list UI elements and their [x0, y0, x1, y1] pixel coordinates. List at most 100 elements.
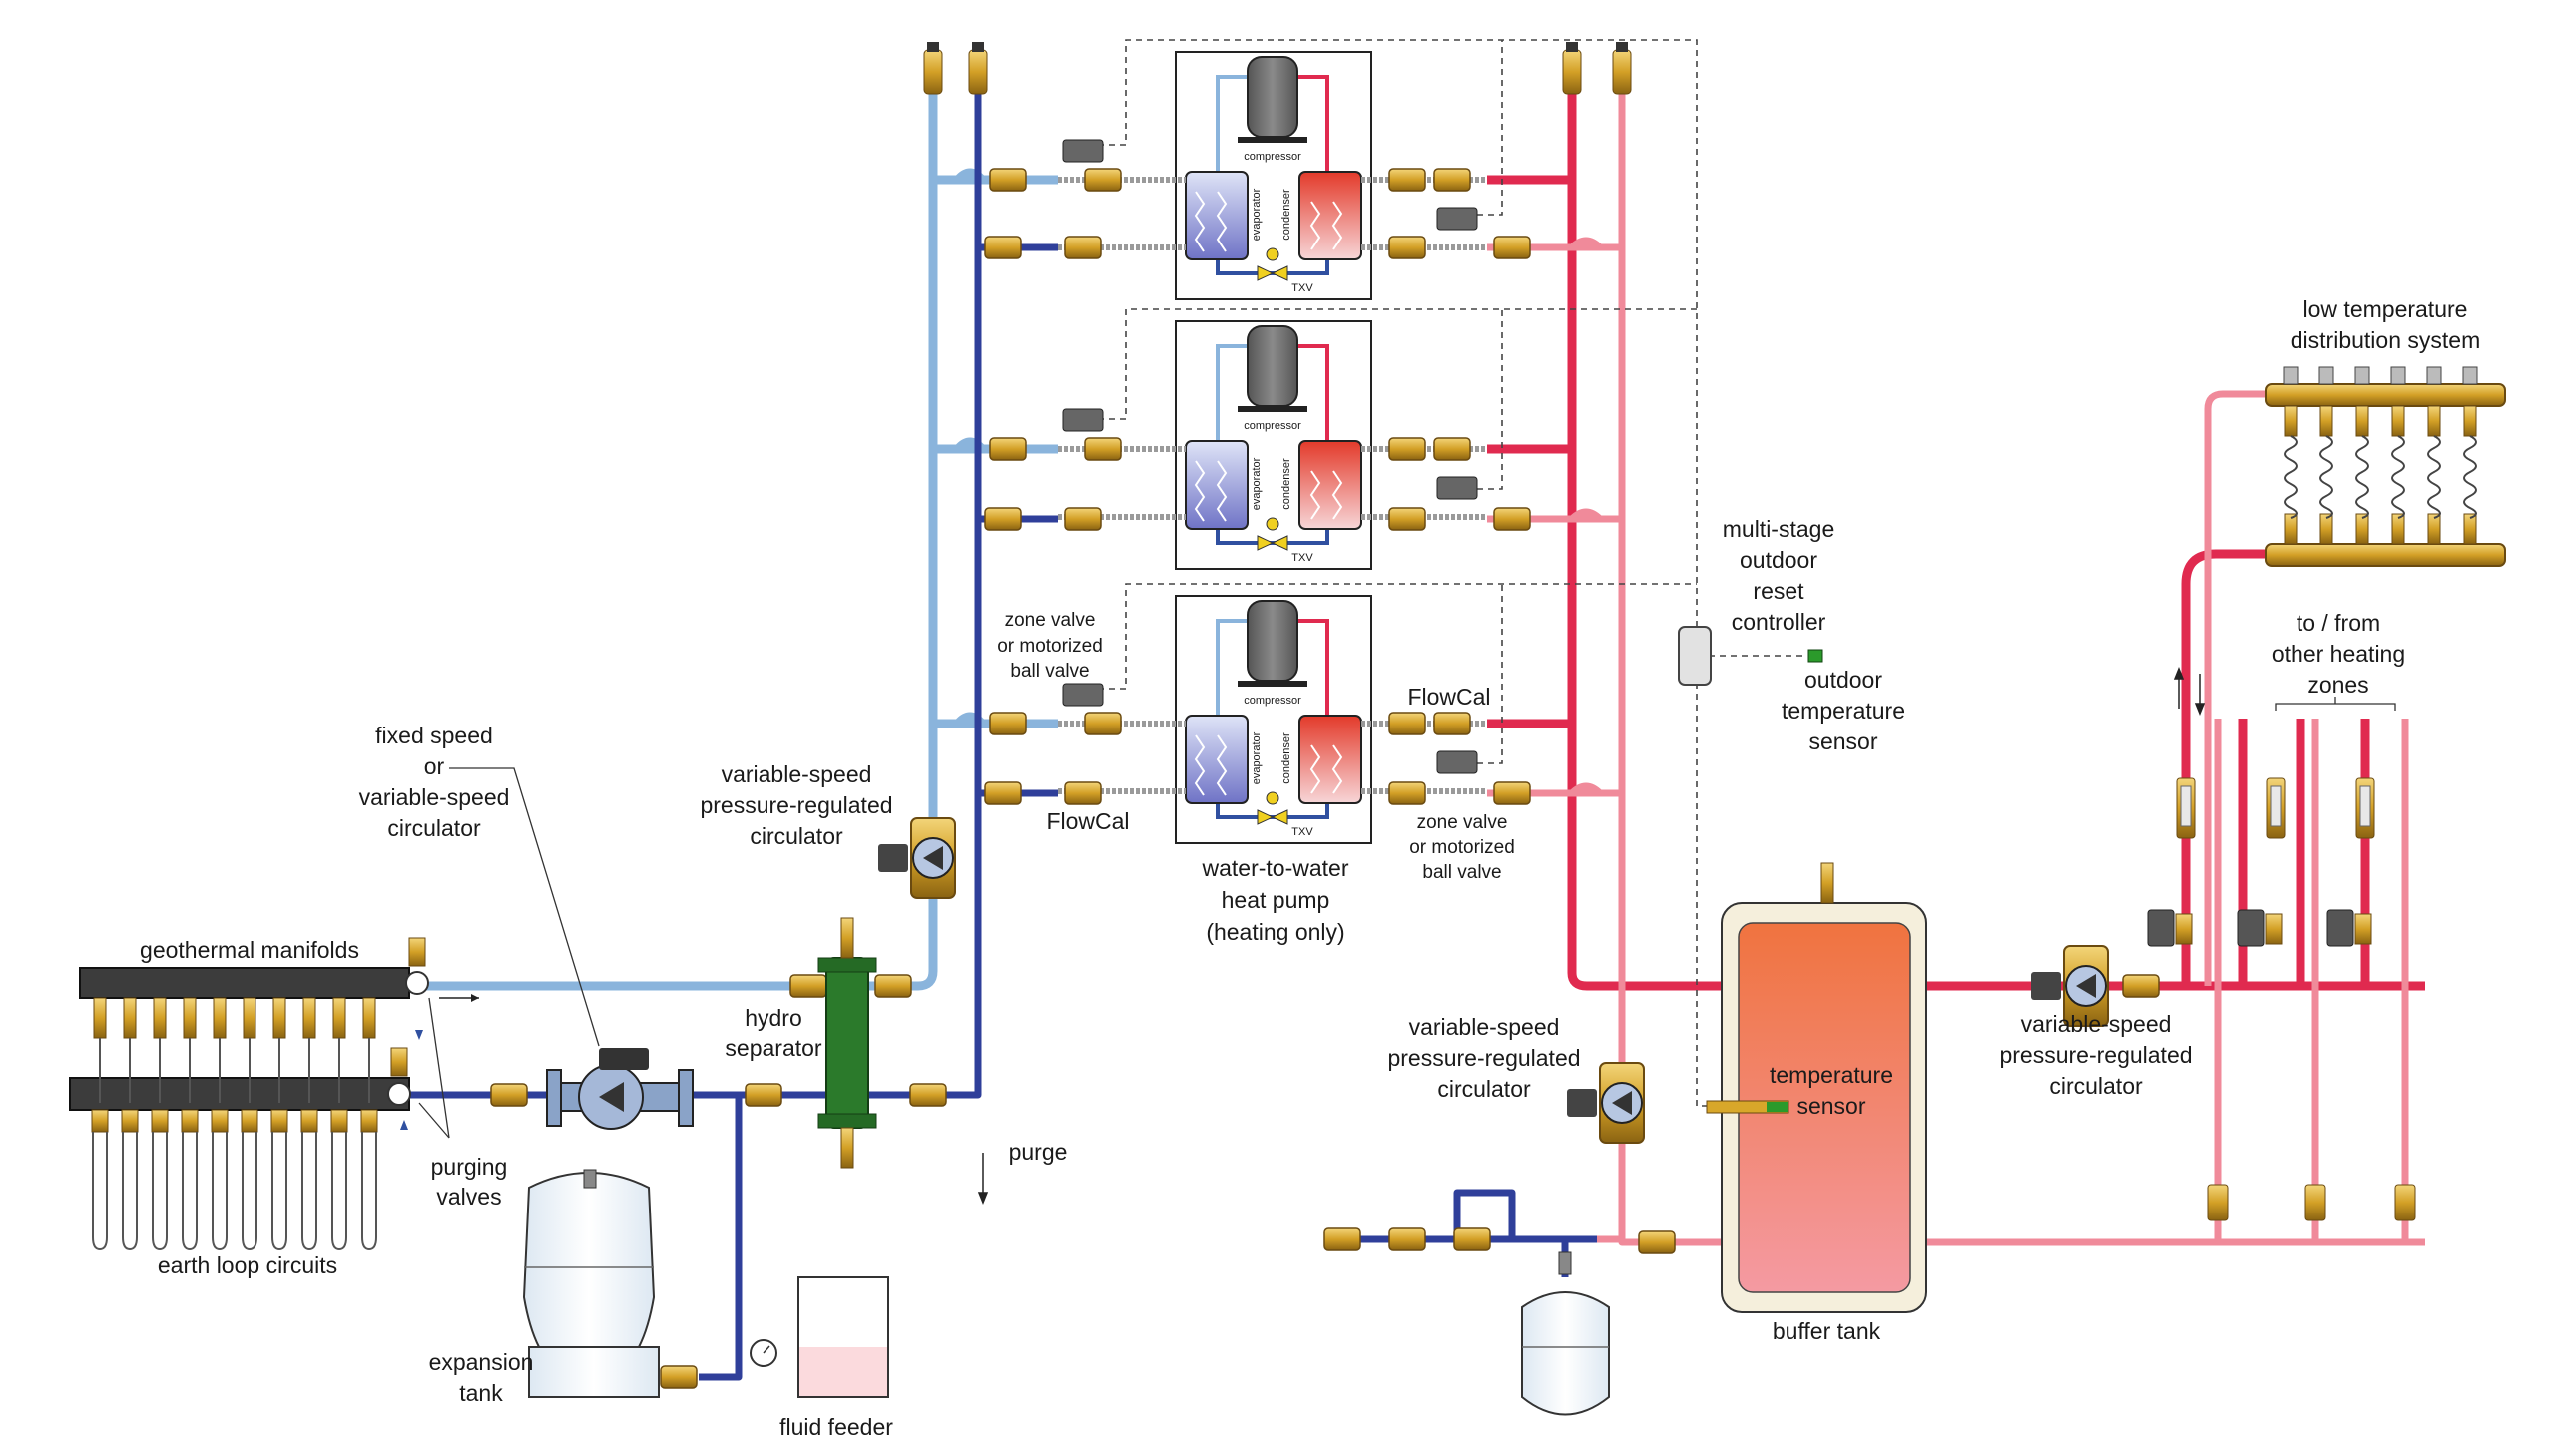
- expansion-tank-left: [522, 1169, 660, 1398]
- brass-fitting: [984, 236, 1022, 259]
- brass-fitting: [1388, 168, 1426, 192]
- label-outdoor-c: sensor: [1808, 728, 1877, 754]
- manifold-port: [2463, 405, 2477, 437]
- manifold-port: [2391, 405, 2405, 437]
- manifold-port: [243, 997, 256, 1039]
- brass-fitting: [1388, 437, 1426, 461]
- tubing-loop: [2391, 435, 2405, 519]
- zone-valve-actuator-icon: [1436, 207, 1478, 231]
- earth-loop-icon: [212, 1132, 228, 1251]
- purging-valve[interactable]: [408, 937, 426, 967]
- manifold-port: [91, 1109, 109, 1133]
- geothermal-manifolds: [69, 937, 479, 1251]
- brass-fitting: [1388, 507, 1426, 531]
- compressor-icon: [1247, 600, 1298, 682]
- label-txv: TXV: [1291, 826, 1313, 838]
- manifold-port: [2391, 513, 2405, 545]
- txv-icon: [1257, 265, 1275, 281]
- zone-valve-actuator-icon: [2147, 909, 2175, 947]
- label-other-zones-a: to / from: [2297, 610, 2380, 636]
- zone-valve-actuator-icon: [1062, 683, 1104, 707]
- brass-fitting: [989, 712, 1027, 735]
- brass-fitting: [1323, 1227, 1361, 1251]
- leader-lines: [418, 697, 2396, 1139]
- zone-valve-actuator-icon: [1062, 139, 1104, 163]
- label-hydro: hydro: [745, 1005, 802, 1031]
- label-controller-b: outdoor: [1740, 547, 1817, 573]
- label-tank: tank: [459, 1380, 503, 1406]
- zone-valve-actuator-icon: [2326, 909, 2354, 947]
- brass-fitting: [745, 1083, 782, 1107]
- label-vs-prc-3c: circulator: [2049, 1073, 2143, 1099]
- purging-valve[interactable]: [390, 1047, 408, 1077]
- hydro-separator[interactable]: [817, 917, 877, 1169]
- brass-fitting: [1493, 236, 1531, 259]
- gauge-icon: [387, 1082, 411, 1106]
- variable-speed-circulator-icon[interactable]: [878, 817, 956, 899]
- balancing-valve: [2394, 1184, 2416, 1221]
- earth-loop-icon: [242, 1132, 257, 1251]
- manifold-port: [181, 1109, 199, 1133]
- label-vs-prc-2b: pressure-regulated: [1387, 1045, 1580, 1071]
- label-zone-valve-2c: ball valve: [1422, 862, 1501, 883]
- buffer-tank: [1706, 862, 1927, 1313]
- brass-fitting: [1433, 437, 1471, 461]
- refrigerant-line: [1297, 619, 1329, 716]
- brass-fitting: [1084, 437, 1122, 461]
- label-other-zones-c: zones: [2307, 672, 2368, 698]
- manifold-port: [121, 1109, 139, 1133]
- variable-speed-circulator-icon[interactable]: [1567, 1062, 1645, 1144]
- flow-arrows: [977, 666, 2206, 1206]
- pipe-fittings: [490, 42, 2160, 1389]
- label-outdoor-b: temperature: [1782, 698, 1905, 724]
- label-compressor: compressor: [1244, 695, 1301, 707]
- compressor-icon: [1247, 325, 1298, 407]
- label-vs-prc-1c: circulator: [750, 823, 843, 849]
- label-zone-valve-1b: or motorized: [997, 636, 1103, 657]
- zone-valve: [2265, 913, 2283, 945]
- manifold-port: [2463, 513, 2477, 545]
- label-flowcal-left: FlowCal: [1046, 808, 1129, 834]
- zone-flow-meters: [2147, 777, 2416, 1221]
- brass-fitting: [1388, 781, 1426, 805]
- brass-fitting: [984, 781, 1022, 805]
- label-wtw-c: (heating only): [1206, 919, 1344, 945]
- cold-supply-piping: [409, 80, 1058, 991]
- brass-fitting: [1388, 1227, 1426, 1251]
- air-vent-icon: [1612, 49, 1632, 95]
- brass-fitting: [1433, 712, 1471, 735]
- manifold-valve-cap: [2426, 366, 2442, 385]
- label-vs-prc-3a: variable-speed: [2021, 1011, 2172, 1037]
- manifold-port: [362, 997, 376, 1039]
- hot-supply-piping: [1487, 80, 2425, 991]
- label-or: or: [424, 753, 445, 779]
- tubing-loop: [2319, 435, 2333, 519]
- label-variable-speed: variable-speed: [359, 784, 510, 810]
- earth-loop-icon: [92, 1132, 108, 1251]
- zone-valve-actuator-icon: [2237, 909, 2265, 947]
- brass-fitting: [909, 1083, 947, 1107]
- manifold-port: [2355, 405, 2369, 437]
- zone-valve-actuator-icon: [1062, 408, 1104, 432]
- refrigerant-line: [1216, 344, 1248, 441]
- label-temp-sensor-b: sensor: [1796, 1093, 1865, 1119]
- manifold-port: [332, 997, 346, 1039]
- label-compressor: compressor: [1244, 151, 1301, 163]
- label-fixed-speed: fixed speed: [375, 723, 493, 748]
- balancing-valve: [2207, 1184, 2229, 1221]
- geo-circulator[interactable]: [546, 1048, 694, 1130]
- label-zone-valve-2a: zone valve: [1417, 812, 1508, 833]
- label-earth-loop: earth loop circuits: [158, 1252, 337, 1278]
- outdoor-reset-controller[interactable]: [1678, 626, 1712, 686]
- label-separator: separator: [725, 1035, 822, 1061]
- brass-fitting: [1084, 712, 1122, 735]
- low-temperature-manifold: [2265, 366, 2506, 567]
- variable-speed-circulator-icon[interactable]: [2031, 945, 2109, 1027]
- label-zone-valve-2b: or motorized: [1409, 837, 1515, 858]
- brass-fitting: [874, 974, 912, 998]
- brass-fitting: [1453, 1227, 1491, 1251]
- fluid-feeder: [750, 1276, 889, 1398]
- manifold-port: [2284, 513, 2298, 545]
